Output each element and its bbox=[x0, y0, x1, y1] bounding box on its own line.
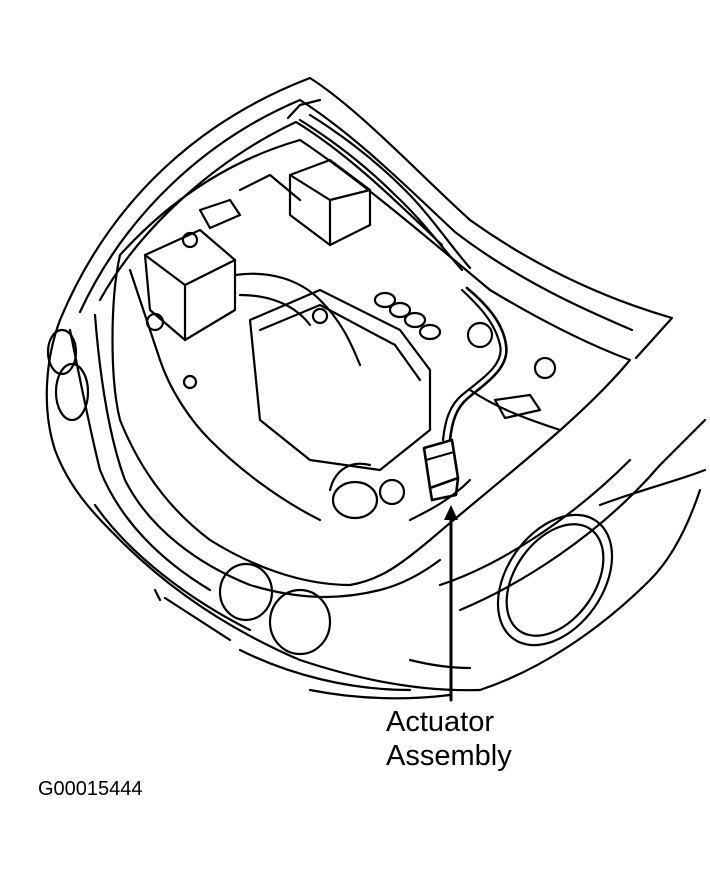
headlights bbox=[48, 330, 330, 654]
wiring-harness bbox=[300, 115, 506, 440]
actuator-assembly bbox=[424, 440, 458, 500]
callout-leader-arrow bbox=[444, 505, 458, 700]
front-wheel bbox=[474, 470, 705, 667]
engine-components bbox=[130, 160, 560, 520]
callout-line-2: Assembly bbox=[386, 740, 512, 772]
car-body bbox=[47, 315, 705, 698]
figure-id: G00015444 bbox=[38, 778, 143, 800]
hood bbox=[60, 78, 672, 358]
callout-line-1: Actuator bbox=[386, 706, 494, 738]
callout-label-actuator-assembly: Actuator Assembly bbox=[386, 705, 512, 773]
